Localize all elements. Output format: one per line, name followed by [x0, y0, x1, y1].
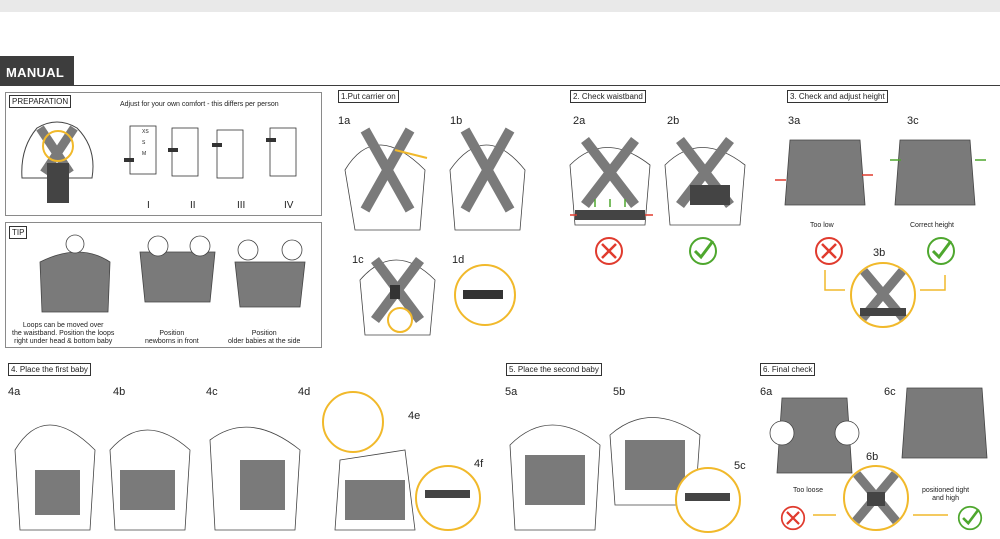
step-4d: 4d [298, 386, 311, 398]
preparation-illustration [21, 121, 297, 203]
step-4f: 4f [474, 458, 484, 470]
step-1c: 1c [352, 254, 364, 266]
preparation-note: Adjust for your own comfort - this diffe… [120, 101, 279, 108]
step2-illustration [569, 136, 746, 226]
step-6b: 6b [866, 451, 879, 463]
step-5c: 5c [734, 460, 746, 472]
step4-label: 4. Place the first baby [8, 363, 91, 376]
step6-label: 6. Final check [760, 363, 816, 376]
size-card-m: M [142, 151, 147, 157]
arrow-icon [813, 514, 948, 516]
check-mark-icon [927, 237, 955, 265]
step-2b: 2b [667, 115, 680, 127]
tip-panel [5, 222, 322, 348]
wrong-mark-icon [595, 237, 623, 265]
step-3c: 3c [907, 115, 919, 127]
step-5a: 5a [505, 386, 518, 398]
too-low-text: Too low [810, 222, 834, 229]
top-bar [0, 0, 1000, 12]
step6-illustration [769, 387, 988, 474]
tip-caption-older: Position older babies at the side [228, 330, 301, 345]
step-1d: 1d [452, 254, 465, 266]
tip-label: TIP [9, 226, 28, 239]
step5-illustration [509, 417, 741, 533]
step-6c: 6c [884, 386, 896, 398]
step3-illustration [775, 139, 986, 206]
size-ii: II [190, 200, 196, 211]
tip-illustration [39, 234, 306, 313]
step1-label: 1.Put carrier on [338, 90, 399, 103]
manual-title: MANUAL [0, 56, 74, 86]
step-5b: 5b [613, 386, 626, 398]
step-3a: 3a [788, 115, 801, 127]
size-i: I [147, 200, 150, 211]
step-1a: 1a [338, 115, 351, 127]
preparation-label: PREPARATION [9, 95, 72, 108]
step-3b: 3b [873, 247, 886, 259]
check-mark-icon [957, 505, 983, 531]
size-card-s: S [142, 140, 146, 146]
step4-illustration [14, 391, 481, 531]
check-mark-icon [689, 237, 717, 265]
step1-illustration [344, 127, 526, 336]
step-4a: 4a [8, 386, 21, 398]
step2-label: 2. Check waistband [570, 90, 646, 103]
tip-caption-loops: Loops can be moved over the waistband. P… [12, 322, 115, 345]
manual-divider [0, 85, 1000, 86]
step3-label: 3. Check and adjust height [787, 90, 888, 103]
size-iii: III [237, 200, 246, 211]
size-iv: IV [284, 200, 294, 211]
correct-height-text: Correct height [910, 222, 954, 229]
step3b-detail [850, 262, 916, 328]
arrow-icon [824, 270, 946, 291]
step-4b: 4b [113, 386, 126, 398]
step-2a: 2a [573, 115, 586, 127]
positioned-tight-text: positioned tight and high [922, 487, 970, 502]
wrong-mark-icon [780, 505, 806, 531]
step-4e: 4e [408, 410, 421, 422]
step6b-detail [843, 465, 909, 531]
step-1b: 1b [450, 115, 463, 127]
size-card-xs: XS [142, 129, 149, 135]
wrong-mark-icon [815, 237, 843, 265]
preparation-panel [5, 92, 322, 216]
tip-caption-newborns: Position newborns in front [145, 330, 199, 345]
step-4c: 4c [206, 386, 218, 398]
step-6a: 6a [760, 386, 773, 398]
step5-label: 5. Place the second baby [506, 363, 602, 376]
too-loose-text: Too loose [793, 487, 823, 494]
